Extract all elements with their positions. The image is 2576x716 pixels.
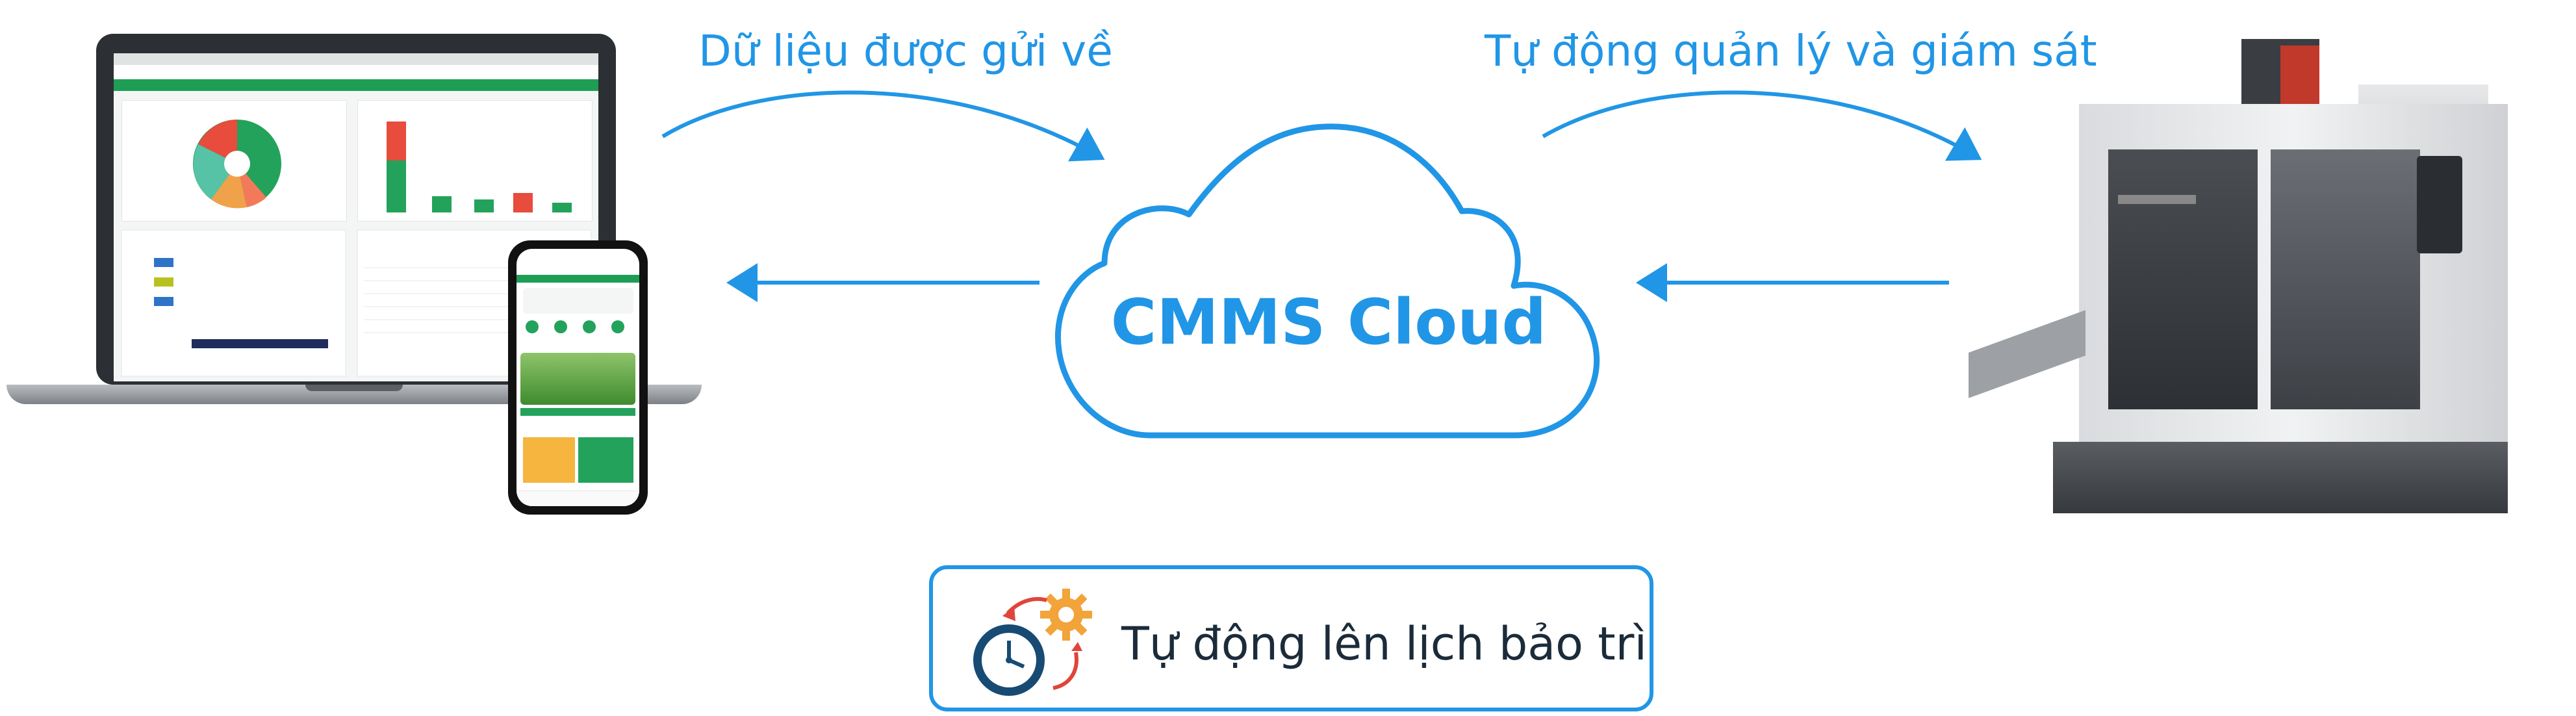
- curved-arrow-auto-manage: [1542, 90, 1982, 161]
- schedule-label: Tự động lên lịch bảo trì: [1121, 617, 1647, 671]
- cloud-shape: [1055, 123, 1600, 439]
- cloud-label: CMMS Cloud: [1110, 286, 1547, 359]
- curved-arrow-data-sent: [661, 90, 1105, 162]
- cnc-machine-icon: [1969, 26, 2553, 520]
- auto-schedule-card: Tự động lên lịch bảo trì: [929, 565, 1653, 711]
- label-auto-manage: Tự động quản lý và giám sát: [1485, 26, 2097, 76]
- clock-gear-icon: [973, 589, 1092, 696]
- label-data-sent: Dữ liệu được gửi về: [698, 26, 1113, 76]
